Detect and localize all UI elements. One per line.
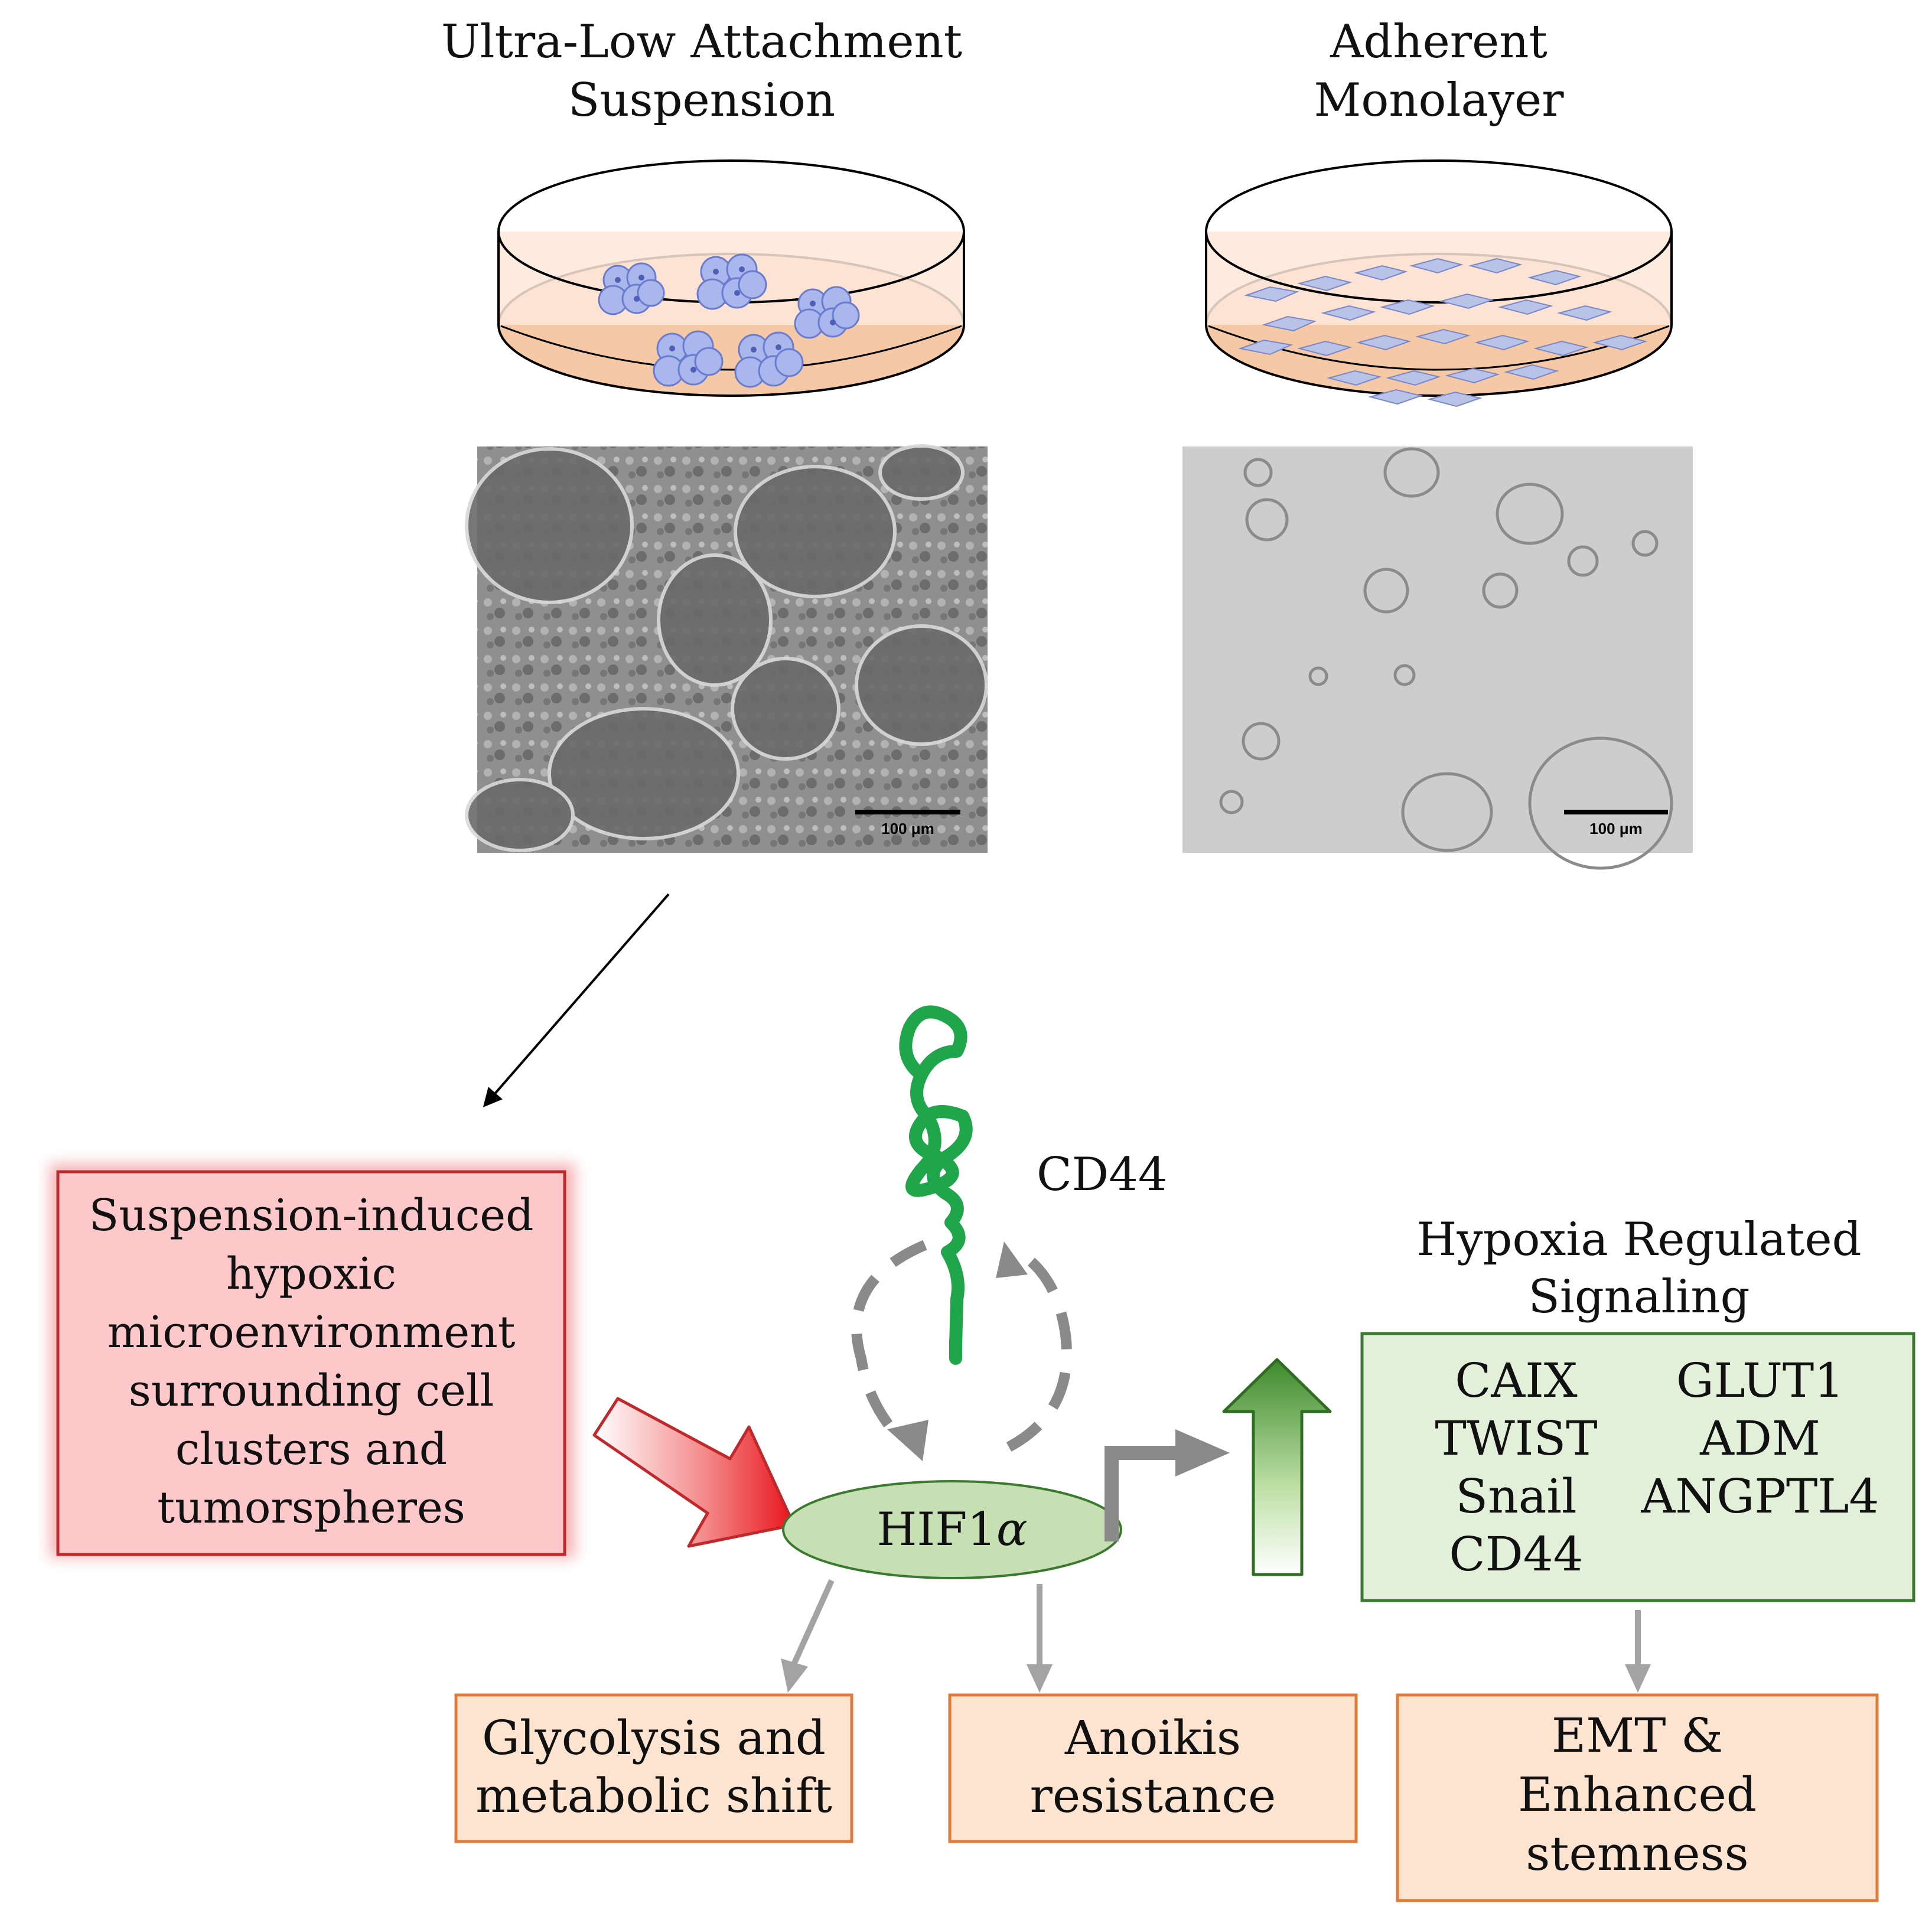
- outcome-line: stemness: [1526, 1826, 1748, 1881]
- feedback-arrowheads: [887, 1241, 1028, 1461]
- hif-label-alpha: α: [996, 1503, 1028, 1556]
- hypoxic-microenvironment-box: Suspension-induced hypoxic microenvironm…: [50, 1163, 575, 1558]
- gene-label: ADM: [1699, 1411, 1820, 1466]
- monolayer-cells: [1238, 258, 1648, 408]
- adherent-dish-icon: [1205, 159, 1673, 408]
- outcome-line: Anoikis: [1064, 1710, 1241, 1765]
- signaling-title-line1: Hypoxia Regulated: [1416, 1213, 1861, 1266]
- gene-label: Snail: [1455, 1469, 1576, 1524]
- cause-line: hypoxic: [226, 1249, 396, 1299]
- cd44-label: CD44: [1037, 1148, 1167, 1201]
- cause-line: microenvironment: [107, 1307, 515, 1358]
- cause-line: clusters and: [175, 1424, 447, 1475]
- gene-label: TWIST: [1435, 1411, 1597, 1466]
- left-title-line2: Suspension: [568, 74, 835, 127]
- scale-bar-label: 100 μm: [1589, 820, 1643, 837]
- hif-label-main: HIF1: [877, 1503, 996, 1556]
- suspension-dish-icon: [497, 159, 965, 397]
- outcome-arrows: [781, 1579, 1651, 1693]
- svg-text:HIF1α: HIF1α: [877, 1503, 1027, 1556]
- suspension-micrograph: 100 μm: [465, 444, 988, 853]
- tumorsphere-cluster: [598, 253, 860, 388]
- right-title-line2: Monolayer: [1314, 74, 1565, 127]
- gene-label: CAIX: [1455, 1353, 1578, 1408]
- anoikis-outcome-box: Anoikis resistance: [948, 1693, 1358, 1843]
- glycolysis-outcome-box: Glycolysis and metabolic shift: [454, 1693, 853, 1843]
- left-title-line1: Ultra-Low Attachment: [441, 15, 962, 69]
- outcome-line: Enhanced: [1518, 1767, 1757, 1822]
- transcription-arrow: [1105, 1429, 1230, 1541]
- hif1a-node: HIF1α: [782, 1480, 1122, 1579]
- scale-bar: [855, 810, 960, 814]
- signaling-title-line2: Signaling: [1528, 1270, 1749, 1324]
- emt-outcome-box: EMT & Enhanced stemness: [1396, 1693, 1879, 1902]
- left-panel-title: Ultra-Low Attachment Suspension: [441, 15, 962, 127]
- cause-line: surrounding cell: [129, 1365, 494, 1416]
- adherent-micrograph: 100 μm: [1182, 446, 1693, 870]
- outcome-line: metabolic shift: [475, 1768, 832, 1823]
- outcome-line: resistance: [1030, 1768, 1276, 1823]
- cd44-protein-icon: [899, 1005, 973, 1365]
- outcome-line: EMT &: [1552, 1708, 1723, 1763]
- red-block-arrow: [592, 1397, 796, 1548]
- right-title-line1: Adherent: [1330, 15, 1547, 69]
- hypoxia-signaling-box: CAIX TWIST Snail CD44 GLUT1 ADM ANGPTL4: [1360, 1332, 1915, 1602]
- signaling-title: Hypoxia Regulated Signaling: [1416, 1213, 1861, 1324]
- gene-label: CD44: [1449, 1527, 1583, 1582]
- gene-label: GLUT1: [1676, 1353, 1844, 1408]
- outcome-line: Glycolysis and: [482, 1710, 826, 1765]
- right-panel-title: Adherent Monolayer: [1314, 15, 1565, 127]
- cd44-hif-feedback-loop: [851, 1240, 1072, 1452]
- scale-bar-label: 100 μm: [881, 820, 934, 837]
- upregulation-arrow: [1222, 1358, 1332, 1576]
- cause-line: tumorspheres: [157, 1482, 465, 1533]
- gene-label: ANGPTL4: [1641, 1469, 1879, 1524]
- cause-line: Suspension-induced: [89, 1190, 534, 1241]
- scale-bar: [1564, 810, 1668, 814]
- flow-arrow-suspension-to-hypoxia: [483, 893, 670, 1107]
